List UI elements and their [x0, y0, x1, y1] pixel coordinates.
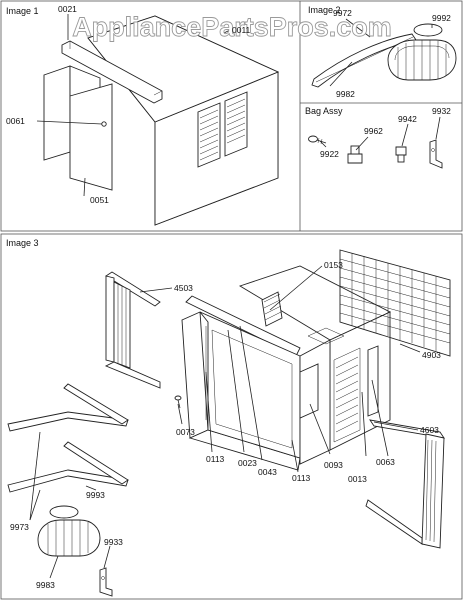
cabinet-vent-right	[224, 91, 248, 157]
image3-assembly	[7, 249, 451, 597]
cabinet-vent-left	[197, 102, 221, 168]
part-label-9983: 9983	[36, 580, 55, 590]
part-label-0153: 0153	[324, 260, 343, 270]
cabinet-top-face	[87, 15, 280, 123]
part-label-9933: 9933	[104, 537, 123, 547]
part-label-9993: 9993	[86, 490, 105, 500]
part-label-4903: 4903	[422, 350, 441, 360]
part-label-0043: 0043	[258, 467, 277, 477]
screw-0073-icon	[174, 395, 182, 409]
part-label-0021: 0021	[58, 4, 77, 14]
part-label-0063: 0063	[376, 457, 395, 467]
part-label-9973: 9973	[10, 522, 29, 532]
insulation-coil-9992	[387, 23, 457, 81]
rear-grille-4903	[339, 249, 451, 357]
panel-title-image1: Image 1	[6, 6, 39, 16]
part-label-9932: 9932	[432, 106, 451, 116]
front-frame	[181, 311, 301, 471]
part-label-0073: 0073	[176, 427, 195, 437]
nut-9962-icon	[347, 145, 363, 164]
bracket-9932-icon	[429, 139, 443, 169]
diagram-text: AppliancePartsPros.com Image 1 Image 2 B…	[6, 4, 451, 590]
side-curtain-4603	[365, 419, 445, 549]
support-arm-9973	[7, 383, 129, 493]
screw-icon	[101, 121, 107, 127]
part-label-4503: 4503	[174, 283, 193, 293]
part-label-4603: 4603	[420, 425, 439, 435]
top-frame	[0, 0, 463, 232]
panel-title-image2: Image 2	[308, 5, 341, 15]
part-label-9982: 9982	[336, 89, 355, 99]
image2-parts	[311, 18, 457, 88]
part-label-0051: 0051	[90, 195, 109, 205]
part-label-9962: 9962	[364, 126, 383, 136]
support-arm-9972	[311, 33, 417, 88]
bag-assy-parts	[308, 116, 443, 169]
part-label-0093: 0093	[324, 460, 343, 470]
part-label-0013: 0013	[348, 474, 367, 484]
screw-9922-icon	[308, 135, 327, 145]
chassis-box	[238, 265, 392, 465]
bracket-9933-icon	[99, 567, 113, 597]
image1-cabinet	[36, 14, 280, 226]
panel-title-bag: Bag Assy	[305, 106, 343, 116]
insulation-coil-9983	[37, 505, 101, 557]
part-label-0011: 0011	[232, 25, 251, 35]
side-curtain-4503	[104, 271, 161, 389]
part-label-9922: 9922	[320, 149, 339, 159]
front-panel-0051	[69, 83, 113, 191]
part-label-9992: 9992	[432, 13, 451, 23]
part-label-9942: 9942	[398, 114, 417, 124]
part-label-0113-b: 0113	[292, 473, 311, 483]
part-label-9972: 9972	[333, 8, 352, 18]
part-label-0113-a: 0113	[206, 454, 225, 464]
cabinet-left-panel	[43, 65, 71, 161]
bottom-frame	[0, 233, 463, 600]
part-label-0023: 0023	[238, 458, 257, 468]
watermark: AppliancePartsPros.com	[72, 12, 392, 42]
screw-9942-icon	[395, 146, 407, 163]
part-label-0061: 0061	[6, 116, 25, 126]
panel-title-image3: Image 3	[6, 238, 39, 248]
